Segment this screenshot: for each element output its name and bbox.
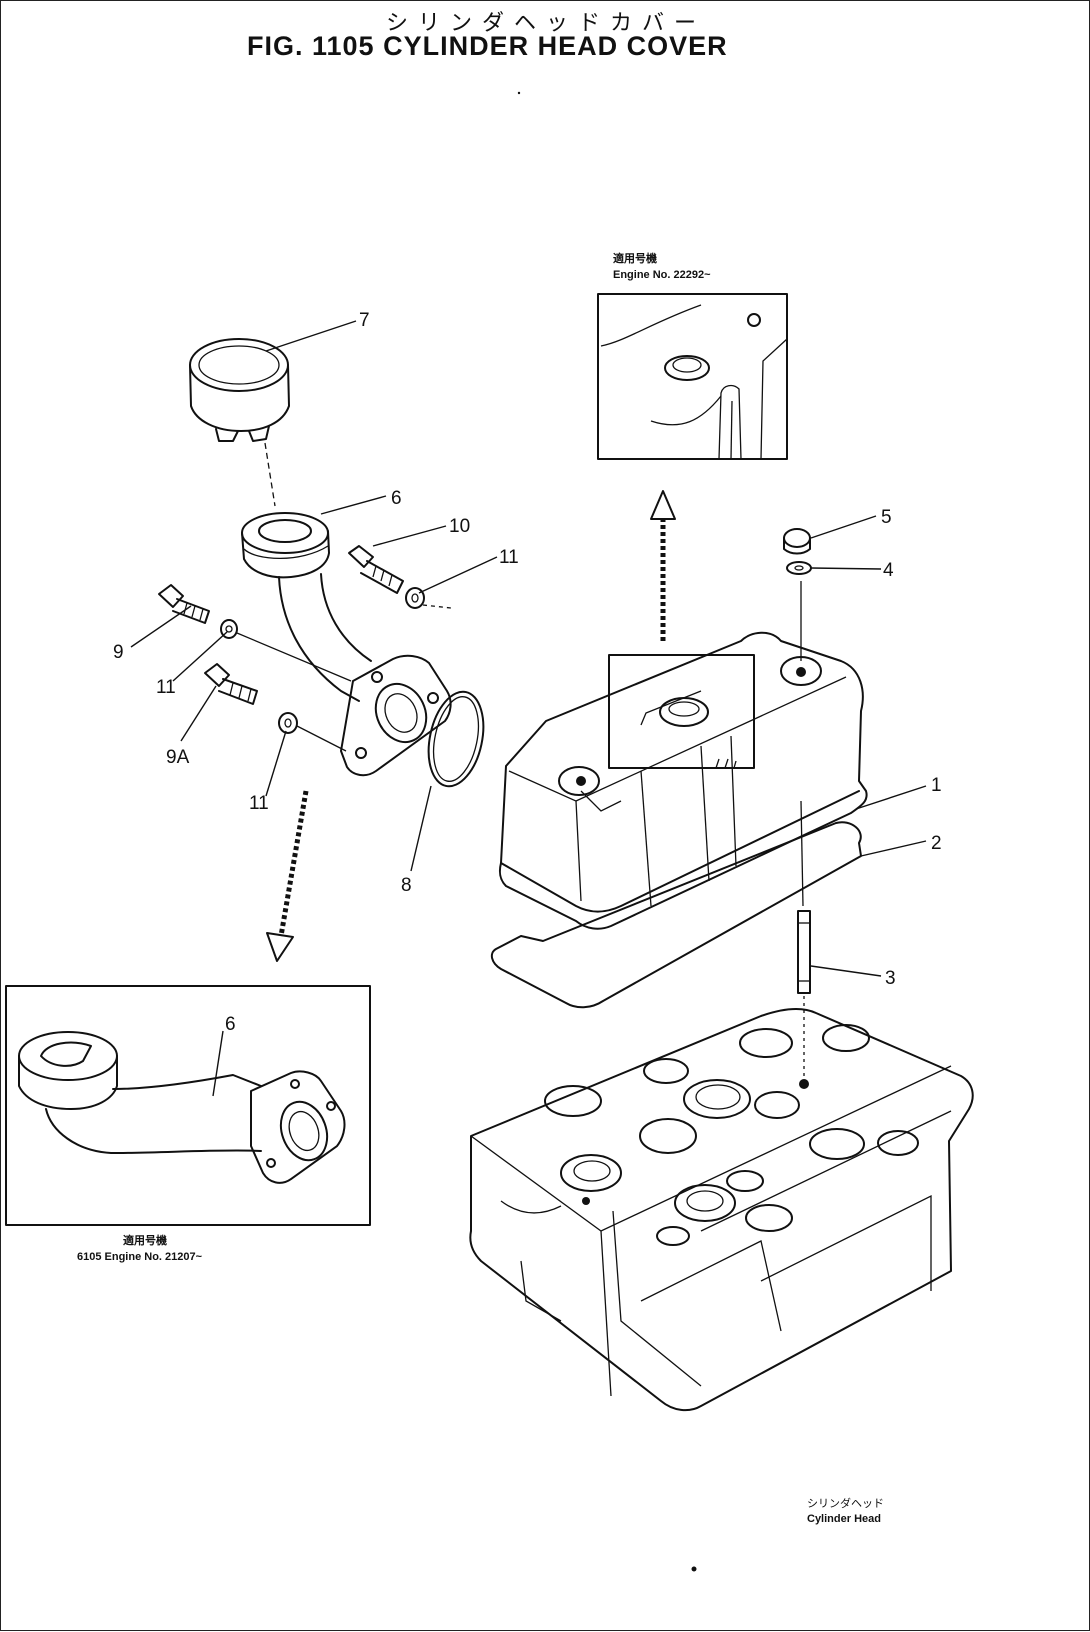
stud — [797, 910, 811, 1081]
cover-detail-box — [608, 654, 755, 769]
filler-tube — [241, 512, 452, 777]
cap-nut — [783, 528, 811, 555]
label-6: 6 — [391, 488, 402, 509]
arrow-to-bottom-inset — [266, 790, 309, 962]
inset-bottom-note-ja: 適用号機 — [123, 1233, 167, 1247]
washer-11-lower — [278, 712, 298, 734]
inset-top-note-en: Engine No. 22292~ — [613, 269, 711, 281]
cylinder-head-label-en: Cylinder Head — [807, 1513, 881, 1525]
label-1: 1 — [931, 775, 942, 796]
cover-fill-port — [659, 697, 709, 727]
label-9a: 9A — [166, 747, 190, 768]
cylinder-head — [469, 1008, 974, 1412]
washer-11-left — [220, 619, 238, 639]
label-2: 2 — [931, 833, 942, 854]
label-11-lower: 11 — [249, 793, 269, 814]
bolt-10 — [348, 545, 404, 594]
cover-stud-boss-left — [558, 766, 600, 796]
washer — [786, 561, 812, 575]
title-japanese: シリンダヘッドカバー — [386, 11, 707, 36]
callouts: 7 6 10 11 9 11 9A 11 8 5 4 1 2 3 6 — [113, 310, 942, 1035]
inset-top-note-ja: 適用号機 — [613, 251, 657, 265]
label-10: 10 — [449, 516, 470, 537]
label-9: 9 — [113, 642, 124, 663]
leader-lines — [130, 320, 927, 1097]
label-8: 8 — [401, 875, 412, 896]
label-6-inset: 6 — [225, 1014, 236, 1035]
inset-top-cover-edge — [600, 304, 702, 347]
label-7: 7 — [359, 310, 370, 331]
inset-bottom: 適用号機 6105 Engine No. 21207~ — [5, 985, 371, 1263]
label-11-top: 11 — [499, 547, 519, 568]
breather-cap — [189, 338, 290, 507]
inset-top-bolt-hole — [747, 313, 761, 327]
label-4: 4 — [883, 560, 894, 581]
bolt-9a — [204, 663, 258, 705]
cylinder-head-cover — [498, 631, 868, 930]
washer-11-top — [405, 587, 425, 609]
bolt-9 — [158, 584, 210, 624]
cylinder-head-label-ja: シリンダヘッド — [807, 1496, 884, 1510]
o-ring — [427, 690, 485, 788]
inset-top-fill-port — [664, 355, 710, 381]
label-11-left: 11 — [156, 677, 176, 698]
inset-bottom-note-en: 6105 Engine No. 21207~ — [77, 1251, 203, 1263]
label-5: 5 — [881, 507, 892, 528]
inset-top: 適用号機 Engine No. 22292~ — [597, 251, 788, 460]
cover-gasket — [490, 821, 862, 1009]
inset-top-frame — [597, 293, 788, 460]
inset-bottom-frame — [5, 985, 371, 1226]
label-3: 3 — [885, 968, 896, 989]
arrow-to-top-inset — [650, 490, 676, 641]
figure-title: FIG. 1105 CYLINDER HEAD COVER — [247, 31, 728, 61]
